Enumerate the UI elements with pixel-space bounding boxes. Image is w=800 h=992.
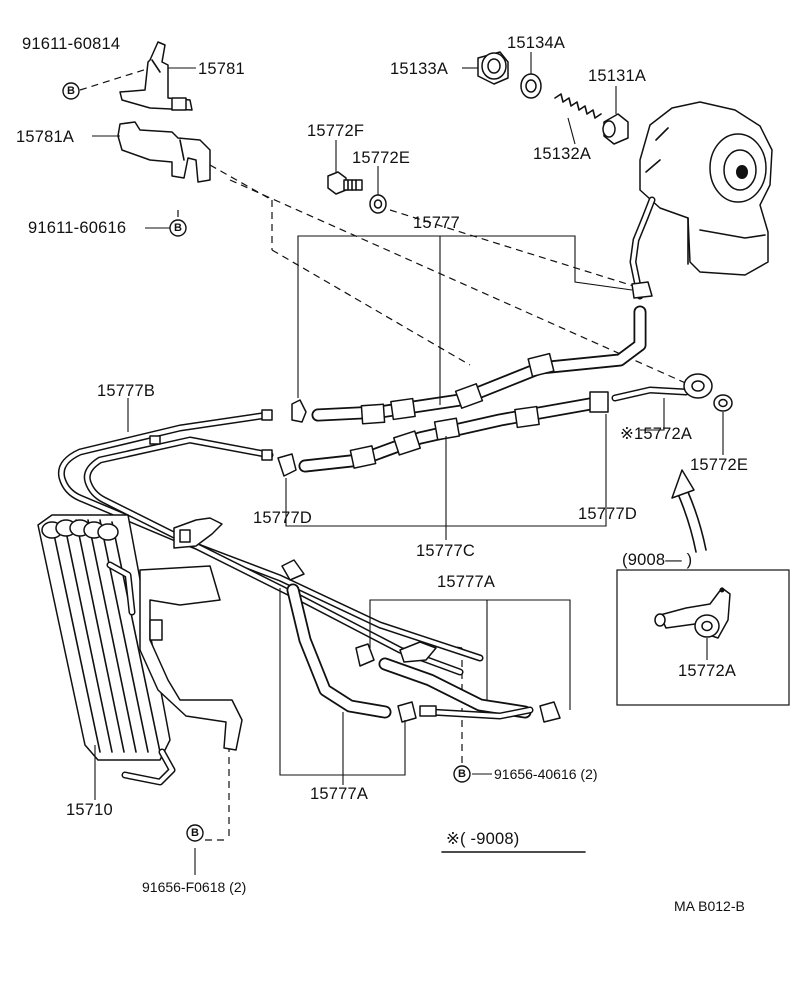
label-91656-40616: 91656-40616 (2) (494, 766, 598, 782)
label-15777: 15777 (413, 214, 460, 232)
spring-15132A (554, 93, 602, 119)
diagram-code: MA B012-B (674, 898, 745, 914)
arrow-to-inset (671, 469, 707, 553)
leader-lines (92, 52, 724, 875)
label-15781A: 15781A (16, 128, 74, 146)
label-15777B: 15777B (97, 382, 155, 400)
bracket-15781A (117, 121, 211, 183)
hose-clamps (261, 281, 653, 723)
label-15772E-top: 15772E (352, 149, 410, 167)
bolt-marker-bottom: B (186, 824, 204, 842)
label-15772A-mark: ※15772A (620, 425, 692, 443)
bolt-marker-letter: B (67, 85, 75, 97)
label-15772F: 15772F (307, 122, 364, 140)
label-15777D-right: 15777D (578, 505, 637, 523)
hose-sleeves (349, 352, 609, 469)
bracket-15781 (119, 41, 193, 111)
label-15710: 15710 (66, 801, 113, 819)
label-15132A: 15132A (533, 145, 591, 163)
washer-15772E-top (369, 194, 387, 214)
valve-15131A (602, 113, 629, 145)
bolt-marker-lower: B (453, 765, 471, 783)
label-15134A: 15134A (507, 34, 565, 52)
label-15781: 15781 (198, 60, 245, 78)
label-91656-F0618: 91656-F0618 (2) (142, 879, 246, 895)
gasket-15134A (520, 73, 542, 99)
label-15777A-bottom: 15777A (310, 785, 368, 803)
cap-15133A (477, 51, 509, 85)
inset-date-range: (9008— ) (622, 551, 692, 569)
label-15772A-inset: 15772A (678, 662, 736, 680)
label-91611-60814: 91611-60814 (22, 35, 120, 53)
bolt-marker-letter: B (191, 827, 199, 839)
label-15133A: 15133A (390, 60, 448, 78)
label-15777D-left: 15777D (253, 509, 312, 527)
label-15131A: 15131A (588, 67, 646, 85)
bolt-marker-top: B (62, 82, 80, 100)
union-bolt-15772F (327, 171, 363, 195)
pipe-brackets (149, 435, 437, 663)
label-15772E-right: 15772E (690, 456, 748, 474)
bolt-marker-letter: B (174, 222, 182, 234)
bolt-marker-letter: B (458, 768, 466, 780)
transmission-housing (639, 101, 773, 276)
label-15777C: 15777C (416, 542, 475, 560)
union-fitting-right (683, 373, 733, 412)
label-15777A-top: 15777A (437, 573, 495, 591)
oil-cooler (37, 514, 243, 786)
note-date-range: ※( -9008) (446, 830, 519, 848)
label-91611-60616: 91611-60616 (28, 219, 126, 237)
bolt-marker-mid: B (169, 219, 187, 237)
inset-box (616, 569, 790, 706)
